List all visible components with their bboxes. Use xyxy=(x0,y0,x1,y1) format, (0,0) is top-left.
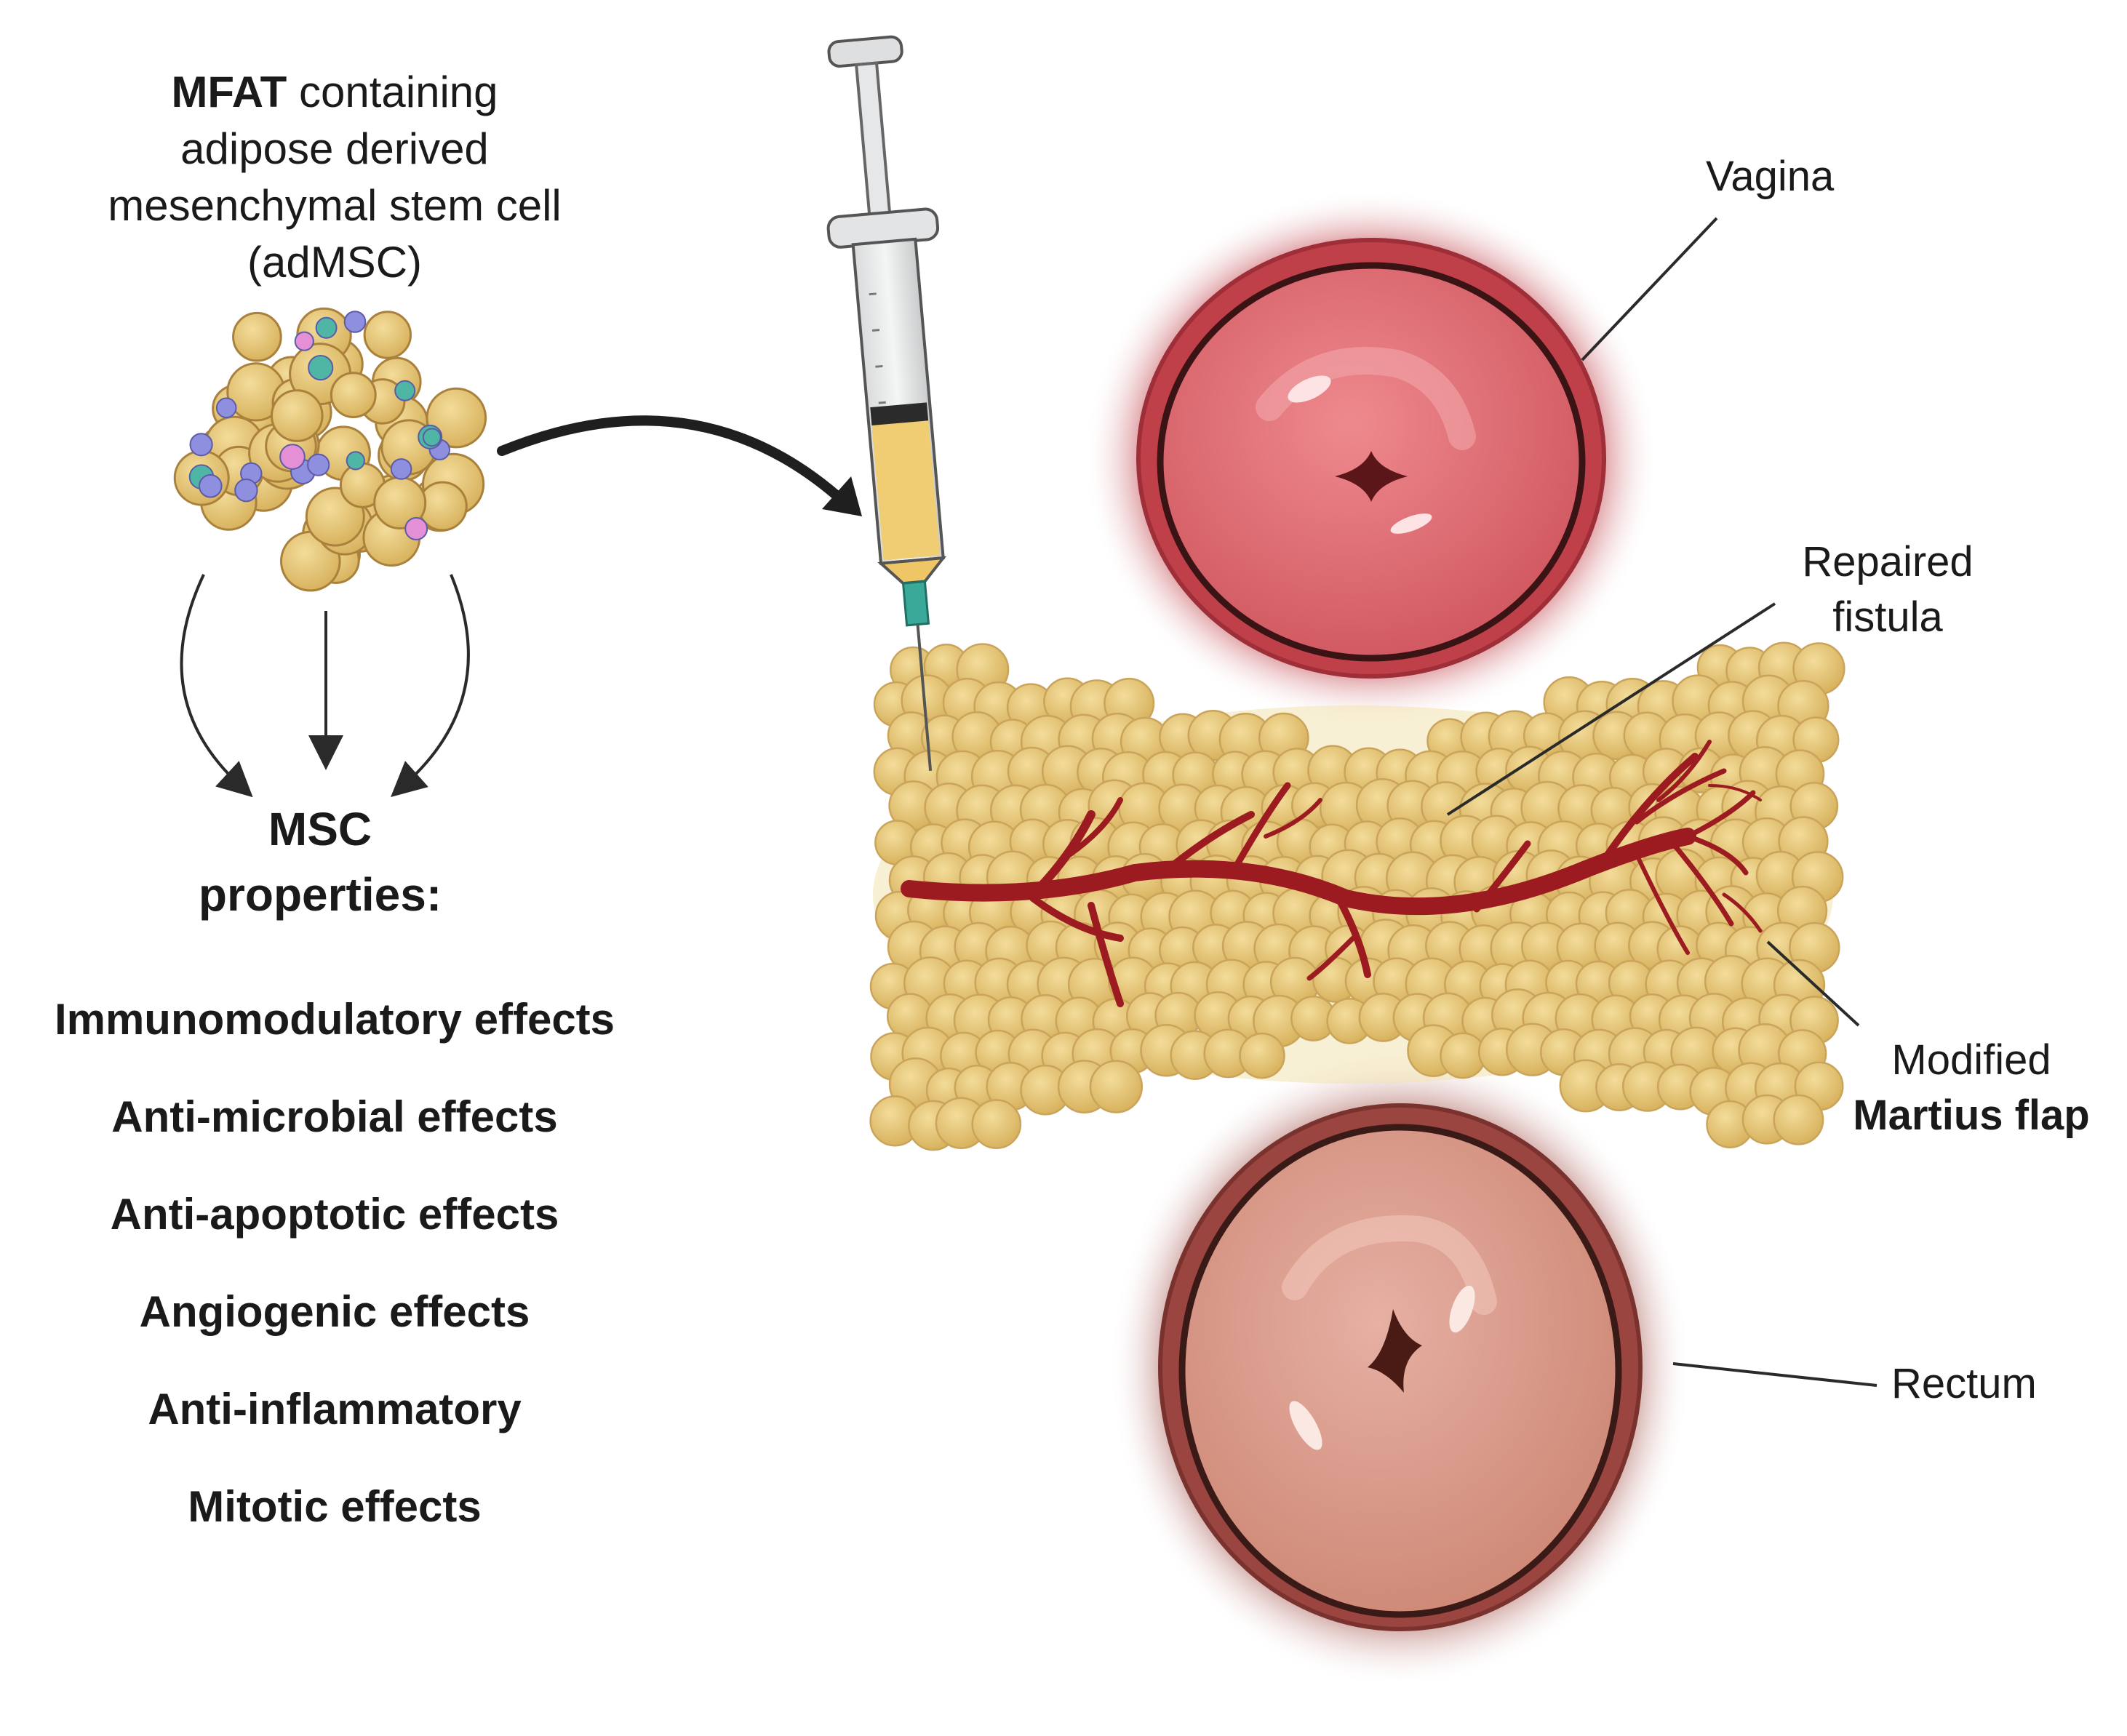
stem-cell xyxy=(390,458,412,480)
stem-cell xyxy=(315,316,338,339)
stem-cell xyxy=(422,428,442,447)
mfat-title-line3: mesenchymal stem cell xyxy=(108,181,562,230)
syringe-icon xyxy=(826,35,947,771)
stem-cell xyxy=(294,331,314,351)
leader-lines xyxy=(1446,217,1877,1387)
adipocyte xyxy=(271,389,324,442)
blood-vessel-icon xyxy=(901,740,1763,1007)
adipocyte xyxy=(426,387,487,449)
adipocyte xyxy=(330,372,377,418)
effect-item: Angiogenic effects xyxy=(139,1287,530,1336)
label-repaired-fistula-line1: Repaired xyxy=(1802,538,1974,585)
effect-item: Immunomodulatory effects xyxy=(54,995,615,1044)
effects-list: Immunomodulatory effects Anti-microbial … xyxy=(15,989,655,1574)
adipocyte xyxy=(232,311,282,362)
stem-cell xyxy=(279,444,306,470)
msc-heading-line2: properties: xyxy=(198,868,442,921)
stem-cell xyxy=(307,453,330,476)
msc-heading-line1: MSC xyxy=(268,803,372,855)
stem-cell xyxy=(343,311,367,333)
stem-cell xyxy=(346,451,365,471)
cluster-to-properties-arrows xyxy=(180,574,470,798)
flap-adipocyte xyxy=(1089,1060,1144,1113)
label-repaired-fistula-line2: fistula xyxy=(1832,593,1943,641)
adipose-cluster-icon xyxy=(173,307,487,592)
flap-adipocyte xyxy=(971,1099,1022,1149)
msc-properties-heading: MSC properties: xyxy=(131,796,509,927)
mfat-title-line1: containing xyxy=(287,68,498,116)
stem-cell xyxy=(234,479,258,503)
stem-cell xyxy=(394,380,416,401)
stem-cell xyxy=(308,355,334,381)
label-rectum: Rectum xyxy=(1891,1360,2037,1407)
label-martius-flap: Modified Martius flap xyxy=(1819,1033,2124,1143)
effect-item: Anti-apoptotic effects xyxy=(110,1190,559,1239)
flap-adipocyte xyxy=(1773,1094,1824,1145)
curved-arrow-icon xyxy=(497,415,862,516)
stem-cell xyxy=(199,474,223,498)
label-repaired-fistula: Repaired fistula xyxy=(1786,535,1990,645)
label-martius-line1: Modified xyxy=(1891,1036,2051,1084)
vagina-cross-section-icon xyxy=(1084,189,1659,727)
flap-adipocyte xyxy=(1239,1032,1285,1079)
label-vagina: Vagina xyxy=(1706,153,1835,200)
stem-cell xyxy=(404,517,428,540)
mfat-title-line2: adipose derived xyxy=(180,124,489,173)
effect-item: Anti-microbial effects xyxy=(111,1092,558,1141)
stem-cell xyxy=(215,397,237,419)
mfat-title-line4: (adMSC) xyxy=(247,238,423,287)
stem-cell xyxy=(189,433,213,457)
label-martius-line2: Martius flap xyxy=(1853,1092,2090,1139)
mfat-title: MFAT containing adipose derived mesenchy… xyxy=(29,64,640,291)
effect-item: Mitotic effects xyxy=(188,1482,482,1531)
adipocyte xyxy=(363,311,412,359)
effect-item: Anti-inflammatory xyxy=(148,1385,522,1433)
rectum-cross-section-icon xyxy=(1109,1047,1691,1687)
mfat-title-bold: MFAT xyxy=(171,68,287,116)
